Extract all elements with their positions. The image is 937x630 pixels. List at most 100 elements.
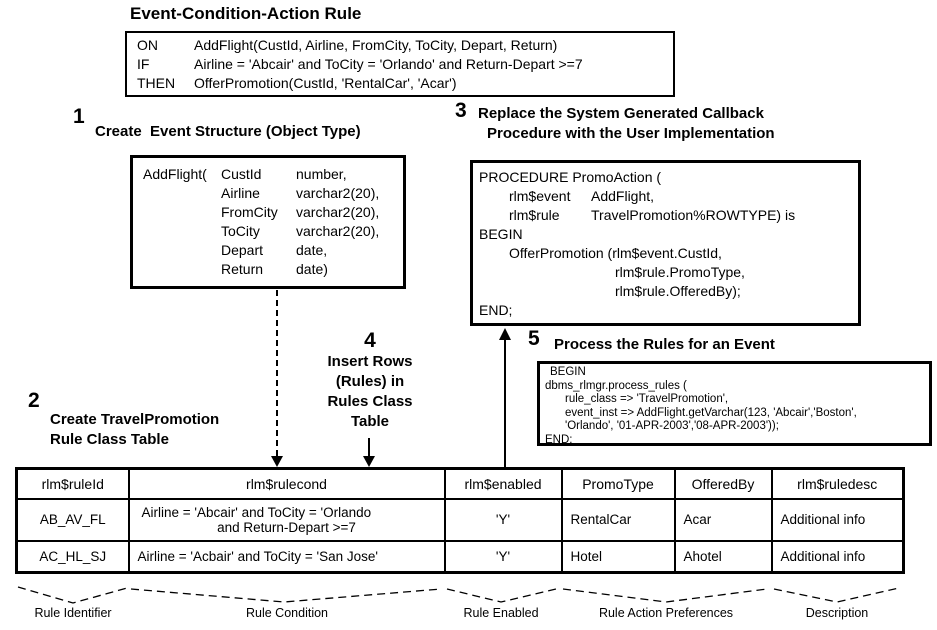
field-type: date, — [296, 242, 328, 258]
field-type: varchar2(20), — [296, 223, 380, 239]
callback-procedure-box: PROCEDURE PromoAction ( rlm$event AddFlig… — [470, 160, 861, 326]
field-name: FromCity — [221, 204, 278, 220]
step5-heading: Process the Rules for an Event — [554, 336, 775, 353]
code-line: rlm$rule.OfferedBy); — [615, 283, 741, 299]
param-name: rlm$rule — [509, 207, 560, 223]
eca-keyword: THEN — [137, 75, 176, 91]
cond-line: and Return-Depart >=7 — [217, 519, 356, 535]
field-type: varchar2(20), — [296, 204, 380, 220]
callout-brace-rule-condition — [130, 588, 442, 603]
callout-brace-rule-action-preferences — [562, 588, 768, 603]
cell-promo-type: RentalCar — [560, 497, 676, 542]
step4-label-line: Insert Rows — [327, 353, 413, 370]
diagram-title: Event-Condition-Action Rule — [130, 4, 362, 23]
code-line: 'Orlando', '01-APR-2003','08-APR-2003'))… — [565, 420, 779, 432]
field-type: date) — [296, 261, 328, 277]
step2-number: 2 — [28, 389, 40, 412]
step3-heading-line2: Procedure with the User Implementation — [487, 125, 775, 142]
event-structure-box: AddFlight( CustId number, Airline varchar2(… — [130, 155, 406, 289]
column-header: rlm$ruleId — [15, 467, 130, 500]
param-type: AddFlight, — [591, 188, 655, 204]
field-name: Depart — [221, 242, 264, 258]
event-structure-line: Airline varchar2(20), — [133, 184, 403, 203]
step1-number: 1 — [73, 105, 85, 128]
down-arrowhead-icon — [271, 456, 283, 467]
callout-brace-description — [773, 587, 900, 603]
eca-row-on: ON AddFlight(CustId, Airline, FromCity, T… — [137, 36, 673, 55]
code-line: rule_class => 'TravelPromotion', — [565, 393, 729, 405]
column-header: rlm$ruledesc — [770, 467, 905, 500]
code-line: event_inst => AddFlight.getVarchar(123, … — [565, 406, 857, 419]
field-name: Return — [221, 261, 264, 277]
eca-rule-box: ON AddFlight(CustId, Airline, FromCity, T… — [125, 31, 675, 97]
cell-rule-id: AB_AV_FL — [15, 497, 130, 542]
table-header-row: rlm$ruleId rlm$rulecond rlm$enabled Prom… — [15, 467, 905, 500]
event-structure-line: Depart date, — [133, 241, 403, 260]
event-structure-line: Return date) — [133, 260, 403, 279]
code-line: rlm$event AddFlight, — [473, 187, 858, 206]
code-line: rlm$rule TravelPromotion%ROWTYPE) is — [473, 206, 858, 225]
eca-text: AddFlight(CustId, Airline, FromCity, ToC… — [194, 37, 558, 53]
event-structure-line: ToCity varchar2(20), — [133, 222, 403, 241]
cell-offered-by: Ahotel — [673, 539, 773, 574]
callout-description: Description — [805, 606, 869, 620]
field-name: CustId — [221, 166, 262, 182]
field-name: Airline — [221, 185, 260, 201]
step3-number: 3 — [455, 99, 467, 122]
callout-rule-enabled: Rule Enabled — [463, 606, 539, 620]
callout-rule-identifier: Rule Identifier — [34, 606, 112, 620]
field-type: varchar2(20), — [296, 185, 380, 201]
cell-offered-by: Acar — [673, 497, 773, 542]
event-structure-prefix: AddFlight( — [143, 166, 207, 182]
code-line: END; — [479, 302, 513, 318]
callout-rule-condition: Rule Condition — [246, 606, 328, 620]
eca-row-if: IF Airline = 'Abcair' and ToCity = 'Orlan… — [137, 55, 673, 74]
step4-block: 4 Insert Rows (Rules) in Rules Class Tab… — [300, 330, 440, 432]
up-arrowhead-icon — [499, 328, 511, 340]
down-arrowhead-icon — [363, 456, 375, 467]
table-row: AC_HL_SJ Airline = 'Acbair' and ToCity =… — [15, 539, 905, 574]
field-name: ToCity — [221, 223, 260, 239]
rules-table: rlm$ruleId rlm$rulecond rlm$enabled Prom… — [15, 467, 905, 574]
eca-keyword: ON — [137, 37, 158, 53]
eca-text: Airline = 'Abcair' and ToCity = 'Orlando… — [194, 56, 583, 72]
param-type: TravelPromotion%ROWTYPE) is — [591, 207, 796, 223]
eca-text: OfferPromotion(CustId, 'RentalCar', 'Aca… — [194, 75, 457, 91]
field-type: number, — [296, 166, 347, 182]
column-header: PromoType — [560, 467, 676, 500]
column-header: OfferedBy — [673, 467, 773, 500]
code-line: BEGIN — [479, 226, 523, 242]
eca-keyword: IF — [137, 56, 150, 72]
code-line: rlm$rule.PromoType, — [615, 264, 745, 280]
table-row: AB_AV_FL Airline = 'Abcair' and ToCity =… — [15, 497, 905, 542]
param-name: rlm$event — [509, 188, 571, 204]
cell-rule-id: AC_HL_SJ — [15, 539, 130, 574]
cell-promo-type: Hotel — [560, 539, 676, 574]
cell-rule-cond: Airline = 'Abcair' and ToCity = 'Orlando… — [127, 497, 446, 542]
step3-heading-line1: Replace the System Generated Callback — [478, 105, 764, 122]
cond-line: Airline = 'Abcair' and ToCity = 'Orlando — [141, 504, 372, 520]
cell-rule-desc: Additional info — [770, 539, 905, 574]
step2-heading-line2: Rule Class Table — [50, 431, 169, 448]
step4-label-line: Table — [350, 413, 390, 430]
event-structure-line: FromCity varchar2(20), — [133, 203, 403, 222]
callout-brace-rule-identifier — [17, 586, 128, 604]
column-header: rlm$rulecond — [127, 467, 446, 500]
code-line: BEGIN — [550, 366, 586, 378]
code-line: PROCEDURE PromoAction ( — [479, 169, 662, 185]
cond-line: Airline = 'Acbair' and ToCity = 'San Jos… — [137, 548, 378, 564]
code-line: END; — [545, 433, 573, 446]
code-line: dbms_rlmgr.process_rules ( — [545, 379, 687, 392]
cell-rule-cond: Airline = 'Acbair' and ToCity = 'San Jos… — [127, 539, 446, 574]
callout-rule-action-preferences: Rule Action Preferences — [598, 606, 734, 620]
step1-heading: Create Event Structure (Object Type) — [95, 123, 361, 140]
step4-label-line: (Rules) in — [335, 373, 405, 390]
step4-label-line: Rules Class — [327, 393, 413, 410]
cell-rule-desc: Additional info — [770, 497, 905, 542]
code-line: OfferPromotion (rlm$event.CustId, — [509, 245, 722, 261]
cell-enabled: 'Y' — [443, 539, 563, 574]
step2-heading-line1: Create TravelPromotion — [50, 411, 220, 428]
column-header: rlm$enabled — [443, 467, 563, 500]
eca-row-then: THEN OfferPromotion(CustId, 'RentalCar', … — [137, 74, 673, 93]
